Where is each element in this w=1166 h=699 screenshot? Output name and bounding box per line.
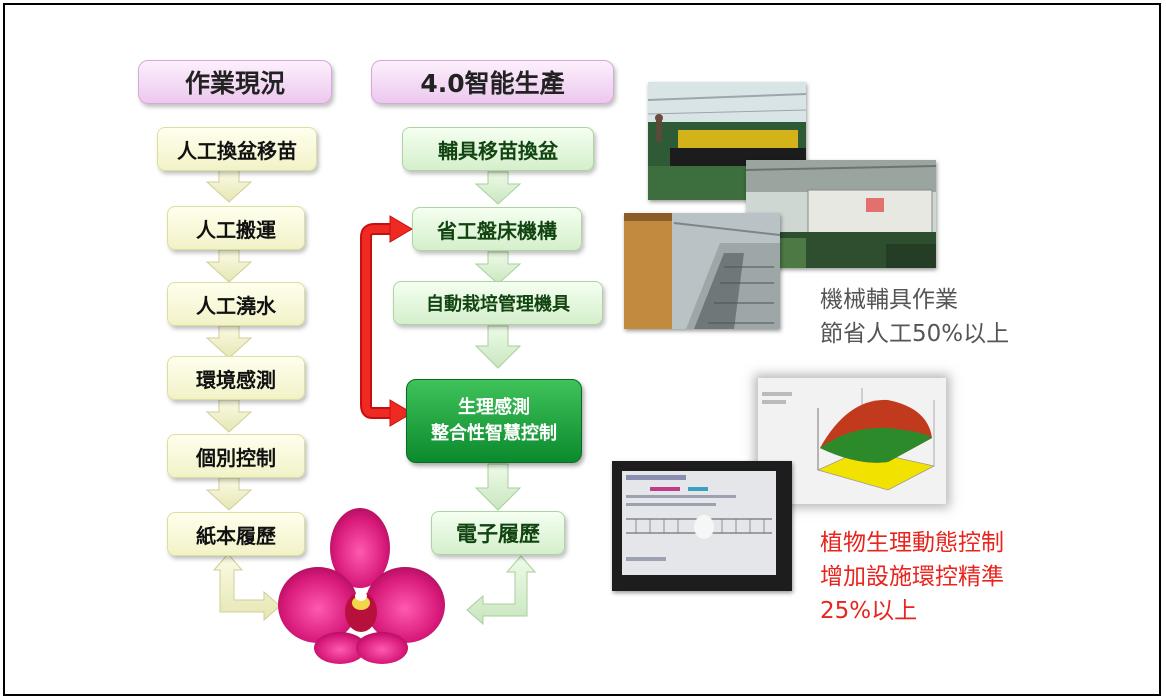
slide-frame <box>3 3 1161 696</box>
right-down-arrow-4 <box>474 463 522 511</box>
surface-plot-screenshot <box>758 378 946 504</box>
left-down-arrow-4 <box>205 399 253 433</box>
right-down-arrow-3 <box>474 325 522 369</box>
right-bent-arrow <box>466 555 537 626</box>
highlight-line-2: 整合性智慧控制 <box>431 423 557 444</box>
control-caption-line-3: 25%以上 <box>820 598 918 624</box>
highlight-line-1: 生理感測 <box>458 396 530 418</box>
step-physiological-smart-control: 生理感測 整合性智慧控制 <box>406 379 582 463</box>
machinery-caption-line-1: 機械輔具作業 <box>820 287 958 313</box>
control-caption: 植物生理動態控制 增加設施環控精準 25%以上 <box>820 526 1004 628</box>
control-caption-line-2: 增加設施環控精準 <box>820 564 1004 590</box>
right-down-arrow-2 <box>474 251 522 285</box>
control-caption-line-1: 植物生理動態控制 <box>820 530 1004 556</box>
step-manual-transport: 人工搬運 <box>167 206 305 250</box>
machinery-caption-line-2: 節省人工50%以上 <box>820 321 1010 347</box>
left-down-arrow-2 <box>205 249 253 283</box>
left-down-arrow-5 <box>205 477 253 511</box>
control-monitor-photo <box>612 461 792 591</box>
step-paper-records: 紙本履歷 <box>167 512 305 556</box>
right-down-arrow-1 <box>474 171 522 205</box>
step-individual-control: 個別控制 <box>167 434 305 478</box>
smart-production-header: 4.0智能生產 <box>371 60 614 104</box>
greenhouse-photo-3 <box>624 213 780 329</box>
left-bent-arrow <box>212 553 281 622</box>
orchid-flower-image <box>278 508 445 664</box>
step-electronic-records: 電子履歷 <box>431 511 565 555</box>
step-auto-cultivation-machinery: 自動栽培管理機具 <box>393 281 603 325</box>
step-manual-repotting: 人工換盆移苗 <box>157 127 317 171</box>
greenhouse-photo-1 <box>648 82 806 200</box>
step-environment-sensing: 環境感測 <box>167 356 305 400</box>
left-down-arrow-1 <box>205 169 253 203</box>
step-assisted-repotting: 輔具移苗換盆 <box>402 127 594 171</box>
left-down-arrow-3 <box>205 325 253 359</box>
current-operation-header: 作業現況 <box>138 60 332 104</box>
step-labor-saving-bench: 省工盤床機構 <box>412 207 582 251</box>
machinery-caption: 機械輔具作業 節省人工50%以上 <box>820 283 1009 351</box>
step-manual-watering: 人工澆水 <box>167 282 305 326</box>
feedback-loop-arrow <box>360 215 413 427</box>
